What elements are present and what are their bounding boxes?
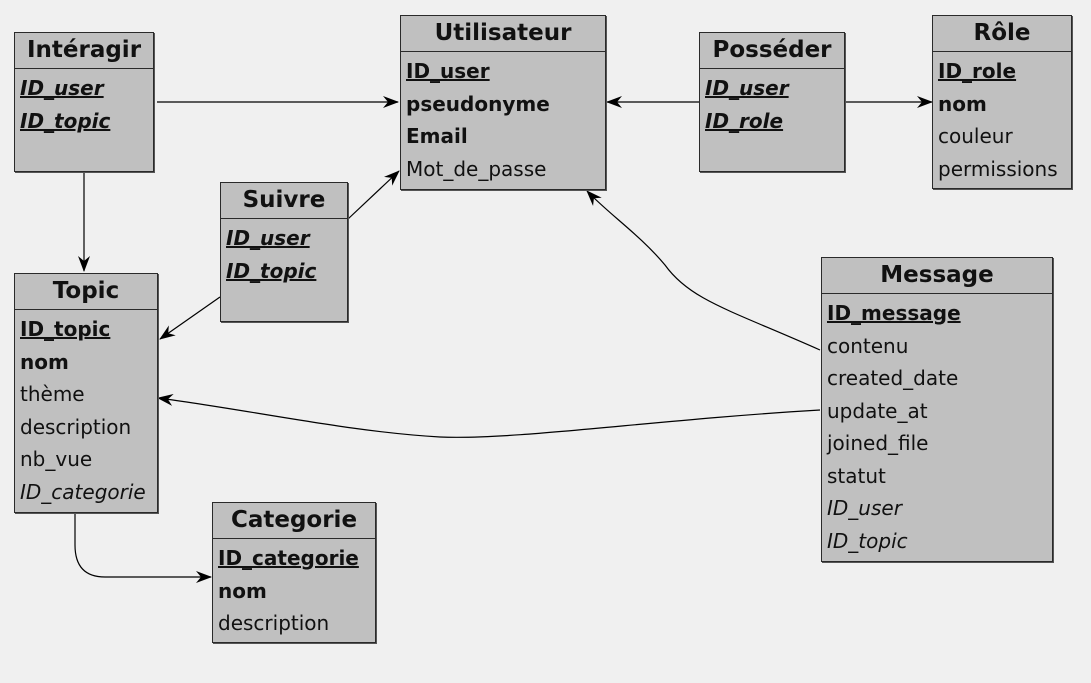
field-description: description (218, 611, 330, 635)
field-id-topic: ID_topic (827, 528, 908, 553)
link-message-utilisateur (586, 190, 821, 351)
entity-title: Rôle (933, 16, 1071, 52)
entity-title: Utilisateur (401, 16, 605, 52)
field-pseudonyme: pseudonyme (406, 91, 550, 116)
field-id-topic: ID_topic (20, 317, 111, 341)
entity-title: Posséder (700, 33, 844, 69)
field-id-categorie: ID_categorie (20, 479, 146, 504)
field-th-me: thème (20, 382, 85, 406)
field-mot-de-passe: Mot_de_passe (406, 156, 547, 181)
field-id-role: ID_role (705, 108, 784, 133)
entity-title: Suivre (221, 183, 347, 219)
field-permissions: permissions (938, 156, 1058, 181)
field-id-user: ID_user (226, 226, 310, 250)
field-contenu: contenu (827, 333, 909, 358)
field-email: Email (406, 124, 468, 148)
field-couleur: couleur (938, 124, 1013, 148)
field-update-at: update_at (827, 398, 928, 423)
link-topic-categorie (74, 513, 212, 583)
entity-title: Message (822, 258, 1052, 294)
field-id-message: ID_message (827, 301, 961, 325)
entity-title: Intéragir (15, 33, 153, 69)
field-description: description (20, 414, 132, 439)
field-id-categorie: ID_categorie (218, 546, 359, 570)
field-id-user: ID_user (20, 76, 104, 100)
field-id-role: ID_role (938, 59, 1017, 83)
field-statut: statut (827, 463, 886, 488)
field-id-topic: ID_topic (226, 258, 317, 283)
field-joined-file: joined_file (827, 431, 929, 455)
field-created-date: created_date (827, 366, 959, 390)
link-message-topic (157, 393, 821, 438)
entity-title: Topic (15, 274, 157, 310)
field-nom: nom (20, 349, 69, 374)
field-nom: nom (218, 578, 267, 603)
link-suivre-topic (159, 296, 221, 340)
entity-title: Categorie (213, 503, 375, 539)
field-id-user: ID_user (406, 59, 490, 83)
field-id-user: ID_user (705, 76, 789, 100)
field-nom: nom (938, 91, 987, 116)
field-nb-vue: nb_vue (20, 447, 93, 471)
field-id-topic: ID_topic (20, 108, 111, 133)
link-suivre-utilisateur (347, 170, 400, 220)
field-id-user: ID_user (827, 496, 902, 520)
